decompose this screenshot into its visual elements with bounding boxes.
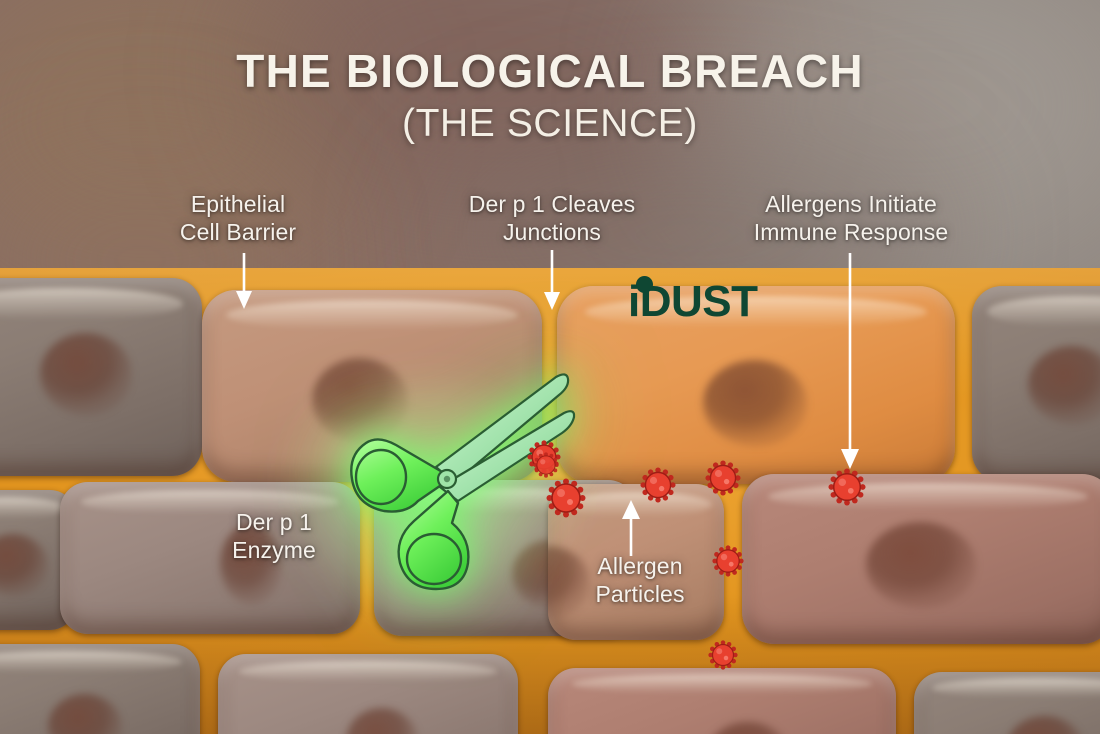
allergen-particle — [640, 467, 676, 503]
allergen-particle — [705, 460, 741, 496]
allergen-particle — [828, 468, 866, 506]
cell-nucleus — [703, 360, 807, 446]
arrow-allergen-particles — [622, 500, 640, 556]
cell-nucleus — [0, 534, 48, 596]
arrow-epithelial-cell-barrier — [236, 253, 252, 309]
epithelial-cell — [0, 644, 200, 734]
epithelial-cell — [914, 672, 1100, 734]
epithelial-cell — [218, 654, 518, 734]
cell-nucleus — [48, 694, 122, 734]
scissors-icon — [318, 355, 580, 600]
epithelial-cell — [548, 668, 896, 734]
cell-nucleus — [866, 522, 976, 608]
cell-nucleus — [40, 333, 132, 415]
allergen-particle — [712, 545, 744, 577]
arrow-der-p-1-cleaves-junctions — [544, 250, 560, 310]
cell-nucleus — [346, 708, 418, 734]
epithelial-cell — [60, 482, 360, 634]
cell-nucleus — [706, 722, 790, 734]
allergen-particle — [546, 478, 586, 518]
epithelial-cell — [0, 278, 202, 476]
epithelial-cell — [742, 474, 1100, 644]
cell-nucleus — [220, 524, 282, 604]
epithelial-cell — [972, 286, 1100, 482]
cell-nucleus — [1006, 716, 1084, 734]
allergen-particle — [533, 452, 559, 478]
arrow-allergens-initiate-immune-response — [841, 253, 859, 469]
allergen-particle — [708, 640, 738, 670]
cell-nucleus — [1028, 346, 1100, 424]
epithelial-cell — [557, 286, 955, 484]
